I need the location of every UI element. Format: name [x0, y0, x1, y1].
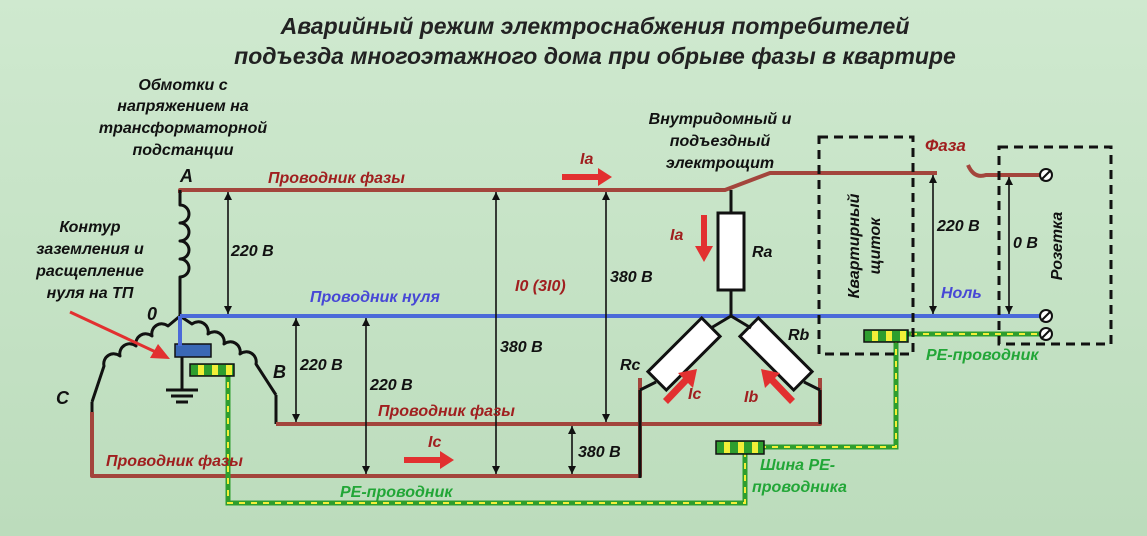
v0-socket-label: 0 В	[1013, 235, 1038, 252]
ground-pointer-arrow	[150, 344, 170, 359]
v380-bc-label: 380 В	[578, 444, 621, 461]
winding-b	[179, 314, 278, 396]
ic-res-arrow	[663, 369, 697, 404]
apartment-panel-label-2: щиток	[867, 217, 884, 275]
rb-top-lead	[730, 314, 752, 330]
svg-text:расщепление: расщепление	[35, 263, 144, 280]
rc-bottom-lead	[639, 380, 657, 392]
svg-text:нуля на ТП: нуля на ТП	[47, 285, 134, 302]
svg-text:Обмотки с: Обмотки с	[138, 77, 227, 94]
svg-text:электрощит: электрощит	[666, 155, 774, 172]
svg-text:подъездный: подъездный	[670, 133, 771, 150]
socket-terminal-pe	[1039, 327, 1053, 341]
ic-res-label: Ic	[688, 386, 701, 403]
socket-terminal-phase	[1039, 168, 1053, 182]
phase-b-letter: B	[273, 362, 286, 382]
phase-a-letter: A	[179, 166, 193, 186]
apartment-phase-wire	[966, 164, 1044, 178]
socket-box	[997, 145, 1113, 346]
ia-wire-arrow	[562, 168, 612, 186]
phase-conductor-label-top: Проводник фазы	[268, 170, 405, 187]
ground-label: Контур заземления и расщепление нуля на …	[35, 219, 144, 302]
ic-wire-label: Ic	[428, 434, 441, 451]
i0-label: I0 (3I0)	[515, 278, 566, 295]
ra-label: Ra	[752, 244, 773, 261]
phase-conductor-label-bottom: Проводник фазы	[106, 453, 243, 470]
neutral-conductor-label: Проводник нуля	[310, 289, 440, 306]
svg-text:подстанции: подстанции	[132, 142, 233, 159]
svg-text:Контур: Контур	[59, 219, 120, 236]
windings-label: Обмотки с напряжением на трансформаторно…	[99, 77, 267, 159]
title-line-2: подъезда многоэтажного дома при обрыве ф…	[234, 43, 956, 69]
svg-text:заземления и: заземления и	[36, 241, 144, 258]
rc-label: Rc	[620, 357, 641, 374]
pe-conductor-label-bottom: PE-проводник	[340, 484, 453, 501]
svg-text:напряжением на: напряжением на	[117, 98, 248, 115]
pe-bus-label-1: Шина PE-	[760, 457, 835, 474]
v220-b2-label: 220 В	[369, 377, 413, 394]
v380-ac-label: 380 В	[500, 339, 543, 356]
v220-apt-label: 220 В	[936, 218, 980, 235]
pe-conductor-label-right: PE-проводник	[926, 347, 1039, 364]
winding-a	[178, 193, 191, 316]
apartment-panel-box	[817, 135, 915, 356]
ia-wire-label: Ia	[580, 151, 593, 168]
svg-text:Внутридомный и: Внутридомный и	[649, 111, 792, 128]
ground-pointer-line	[69, 310, 161, 356]
pe-conductor	[225, 331, 1046, 506]
voltage-dimension-lines	[224, 175, 1013, 474]
apartment-panel-label-1: Квартирный	[846, 193, 863, 298]
title-line-1: Аварийный режим электроснабжения потреби…	[280, 13, 910, 39]
faza-label: Фаза	[925, 136, 966, 155]
rb-label: Rb	[788, 327, 810, 344]
winding-c	[90, 314, 181, 403]
svg-text:трансформаторной: трансформаторной	[99, 120, 267, 137]
v380-ab-label: 380 В	[610, 269, 653, 286]
ic-wire-arrow	[404, 451, 454, 469]
resistor-ra	[716, 211, 746, 292]
nol-label: Ноль	[941, 285, 982, 302]
pe-bar-tp	[189, 363, 235, 377]
ib-res-label: Ib	[744, 389, 758, 406]
phase-conductor-label-mid: Проводник фазы	[378, 403, 515, 420]
ib-res-arrow	[761, 369, 795, 404]
ia-res-label: Ia	[670, 227, 683, 244]
socket-label: Розетка	[1049, 212, 1066, 281]
pe-bus-label-2: проводника	[752, 479, 847, 496]
rc-top-lead	[710, 314, 732, 330]
ia-res-arrow	[695, 215, 713, 262]
v220-a-label: 220 В	[230, 243, 274, 260]
phase-b-conductor	[276, 378, 822, 426]
phase-c-letter: C	[56, 388, 70, 408]
panel-label: Внутридомный и подъездный электрощит	[649, 111, 792, 172]
pe-bus	[715, 440, 765, 455]
v220-b1-label: 220 В	[299, 357, 343, 374]
ground-bar	[174, 343, 212, 358]
rb-bottom-lead	[803, 380, 821, 392]
neutral-point-letter: 0	[147, 304, 157, 324]
socket-terminal-neutral	[1039, 309, 1053, 323]
pe-bar-apartment	[863, 329, 909, 343]
